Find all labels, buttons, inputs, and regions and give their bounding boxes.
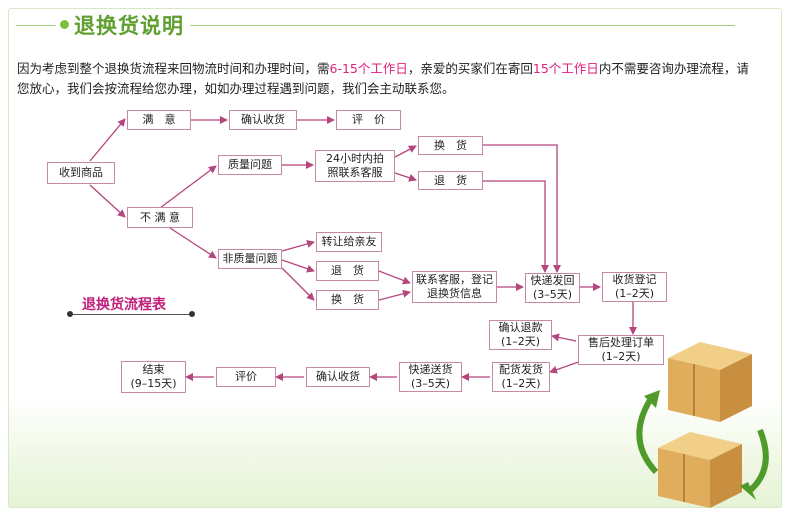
- arrow-nonquality-transfer: [282, 242, 314, 251]
- node-return-quality: 退 货: [418, 171, 483, 190]
- arrow-exchange-shipback: [483, 145, 557, 272]
- arrow-photo-exchange: [395, 146, 416, 157]
- carton-box-icon-bottom: [658, 432, 742, 508]
- carton-box-icon-top: [668, 342, 752, 422]
- legend-dot-left: [67, 311, 73, 317]
- arrow-return-shipback: [483, 181, 545, 272]
- node-confirm-receipt-2: 确认收货: [306, 367, 370, 387]
- node-confirm-receipt-1: 确认收货: [229, 110, 297, 130]
- node-exchange-quality: 换 货: [418, 136, 483, 155]
- arrow-received-unsatisfied: [90, 185, 125, 217]
- arrow-return-contact: [379, 271, 410, 283]
- carton-boxes-illustration: [620, 330, 780, 510]
- node-photo-contact: 24小时内拍 照联系客服: [315, 150, 395, 182]
- cycle-arrow-icon-left: [639, 400, 656, 472]
- node-contact-service: 联系客服，登记 退换货信息: [412, 271, 497, 303]
- arrow-nonquality-exchange: [282, 268, 314, 300]
- legend-underline: [70, 314, 192, 315]
- node-unsatisfied: 不 满 意: [127, 207, 193, 228]
- node-quality-issue: 质量问题: [218, 155, 282, 175]
- node-satisfied: 满 意: [127, 110, 191, 130]
- arrow-unsatisfied-quality: [160, 166, 216, 208]
- node-exchange-nonquality: 换 货: [316, 290, 379, 310]
- node-confirm-refund: 确认退款 (1–2天): [489, 320, 552, 350]
- legend-dot-right: [189, 311, 195, 317]
- node-review-2: 评价: [216, 367, 276, 387]
- flowchart-legend-title: 退换货流程表: [82, 294, 166, 314]
- node-non-quality-issue: 非质量问题: [218, 249, 282, 269]
- cycle-arrow-icon-right: [748, 430, 766, 492]
- node-ship-back: 快递发回 (3–5天): [525, 273, 580, 303]
- node-review-1: 评 价: [336, 110, 401, 130]
- arrow-unsatisfied-nonquality: [170, 228, 216, 258]
- node-dispatch: 配货发货 (1–2天): [492, 362, 550, 392]
- node-end: 结束 (9–15天): [121, 361, 186, 393]
- node-receipt-register: 收货登记 (1–2天): [602, 272, 667, 302]
- node-return-nonquality: 退 货: [316, 261, 379, 281]
- arrow-received-satisfied: [90, 119, 125, 161]
- node-received: 收到商品: [47, 162, 115, 184]
- node-courier-delivery: 快递送货 (3–5天): [399, 362, 462, 392]
- node-transfer-friend: 转让给亲友: [316, 232, 382, 252]
- arrow-nonquality-return: [282, 260, 314, 271]
- arrow-aftersale-refund: [552, 336, 576, 341]
- arrow-exchange-contact: [379, 292, 410, 300]
- arrow-photo-return: [395, 173, 416, 180]
